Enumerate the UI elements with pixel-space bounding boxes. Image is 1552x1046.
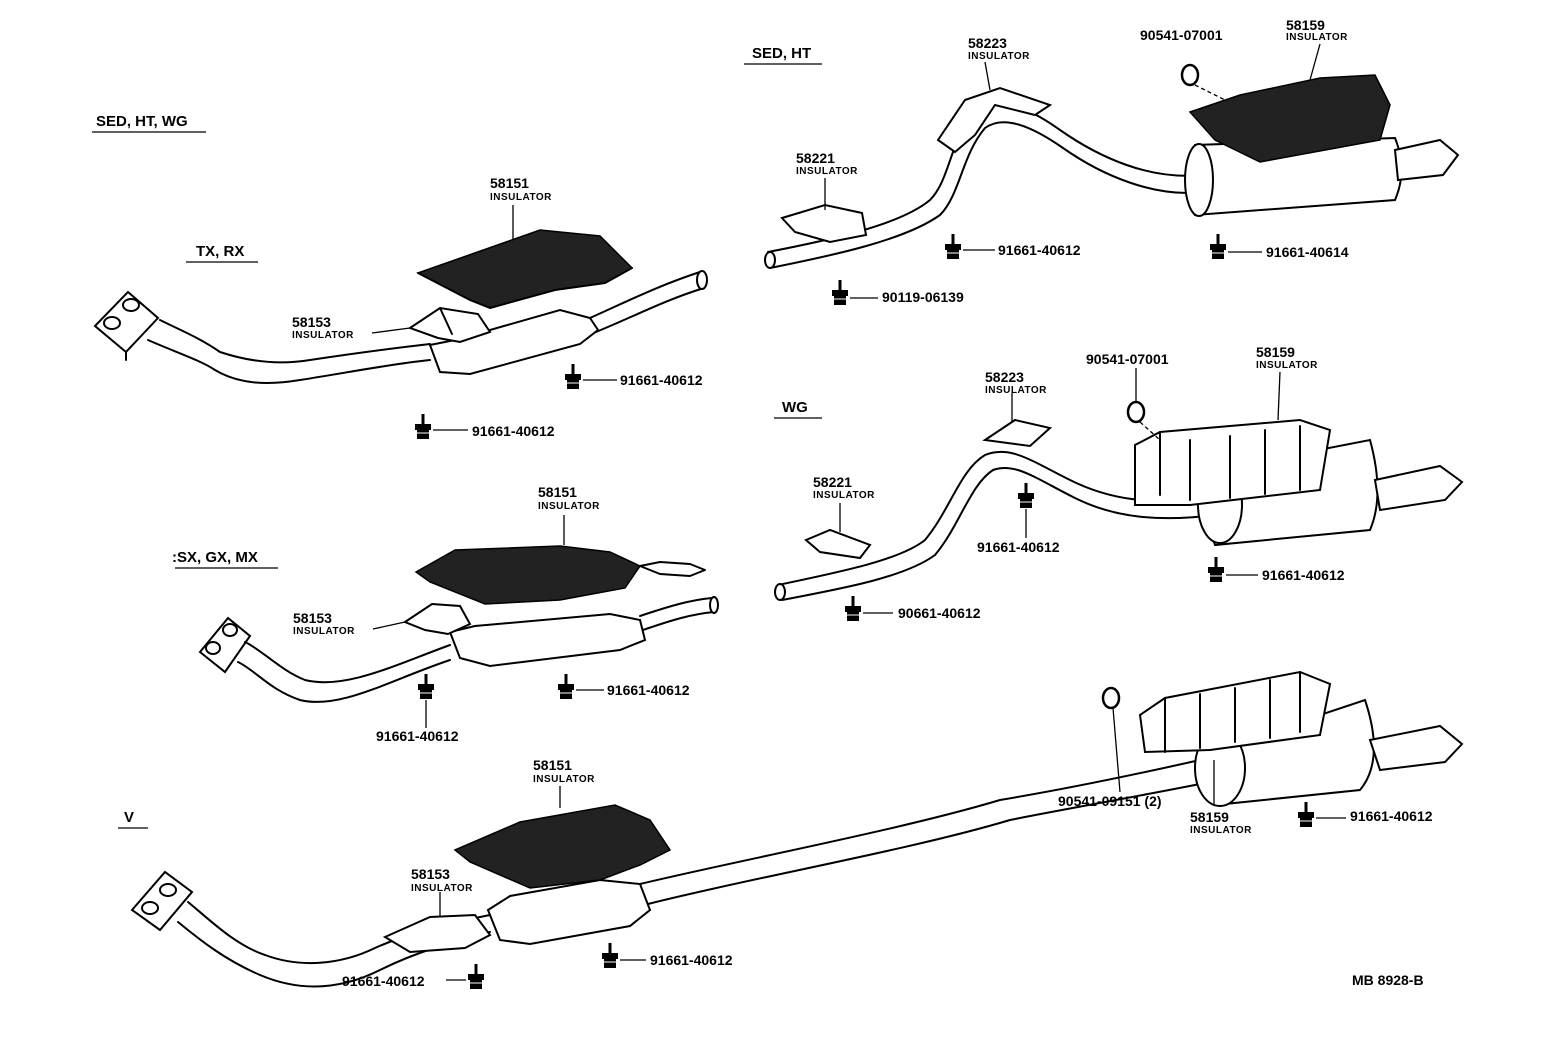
part-number: 58151 xyxy=(490,175,529,191)
bolt-icon xyxy=(413,412,433,441)
nut-icon xyxy=(1101,686,1121,710)
front-assembly-sx-gx-mx xyxy=(198,515,719,728)
heat-shield-58151 xyxy=(453,804,672,889)
part-number: 90541-09151 (2) xyxy=(1058,793,1162,809)
nut-icon xyxy=(1126,400,1146,424)
catalytic-converter xyxy=(428,308,600,376)
front-assembly-v xyxy=(130,759,1211,991)
part-number: 91661-40612 xyxy=(650,952,733,968)
part-number: 91661-40614 xyxy=(1266,244,1349,260)
part-number: 91661-40612 xyxy=(607,682,690,698)
muffler-insulator-58159 xyxy=(1134,418,1332,506)
section-label: V xyxy=(124,809,134,826)
pipe-insulator-58223 xyxy=(936,86,1053,154)
part-number: 91661-40612 xyxy=(998,242,1081,258)
pipe-insulator-58221 xyxy=(780,203,868,244)
bolt-icon xyxy=(416,672,436,701)
part-name: INSULATOR xyxy=(1190,825,1252,836)
rear-assembly-sed-ht xyxy=(764,43,1460,307)
part-number: 58223 xyxy=(985,369,1024,385)
pipe-insulator-58223 xyxy=(982,418,1053,448)
muffler-insulator-58159 xyxy=(1188,74,1391,163)
part-number: 58151 xyxy=(533,757,572,773)
insulator-58153 xyxy=(407,306,492,344)
part-number: 91661-40612 xyxy=(376,728,459,744)
rear-assembly-v xyxy=(1101,670,1464,829)
part-name: INSULATOR xyxy=(985,385,1047,396)
part-name: INSULATOR xyxy=(411,883,473,894)
insulator-58153 xyxy=(402,602,472,636)
bolt-icon xyxy=(556,672,576,701)
heat-shield-58151 xyxy=(414,545,642,605)
bolt-icon xyxy=(563,362,583,391)
part-name: INSULATOR xyxy=(1256,360,1318,371)
part-number: 90541-07001 xyxy=(1140,27,1223,43)
catalytic-converter xyxy=(486,878,652,946)
part-name: INSULATOR xyxy=(293,626,355,637)
part-number: 58223 xyxy=(968,35,1007,51)
part-name: INSULATOR xyxy=(1286,32,1348,43)
bolt-icon xyxy=(1208,232,1228,261)
part-number: 58221 xyxy=(813,474,852,490)
part-number: 90661-40612 xyxy=(898,605,981,621)
section-label: SED, HT, WG xyxy=(96,113,188,130)
bolt-icon xyxy=(600,941,620,970)
pipe-insulator-58221 xyxy=(804,528,872,560)
part-number: 58153 xyxy=(411,866,450,882)
front-assembly-tx-rx xyxy=(93,205,708,441)
bolt-icon xyxy=(466,962,486,991)
manifold-flange xyxy=(198,616,252,674)
part-name: INSULATOR xyxy=(292,330,354,341)
front-pipe xyxy=(147,339,431,384)
manifold-flange xyxy=(130,870,194,932)
part-number: 91661-40612 xyxy=(977,539,1060,555)
manifold-flange xyxy=(93,290,160,361)
part-number: 90119-06139 xyxy=(882,289,964,305)
part-number: 58159 xyxy=(1190,809,1229,825)
section-label: :SX, GX, MX xyxy=(172,549,258,566)
rear-assembly-wg xyxy=(774,368,1464,623)
heat-shield-58151 xyxy=(416,229,634,309)
part-number: 90541-07001 xyxy=(1086,351,1169,367)
labels: SED, HT, WG TX, RX :SX, GX, MX V SED, HT… xyxy=(92,17,1433,989)
part-number: 58153 xyxy=(293,610,332,626)
bolt-icon xyxy=(943,232,963,261)
part-number: 58159 xyxy=(1286,17,1325,33)
part-number: 91661-40612 xyxy=(1350,808,1433,824)
section-label: SED, HT xyxy=(752,45,811,62)
section-label: WG xyxy=(782,399,808,416)
part-number: 91661-40612 xyxy=(342,973,425,989)
bolt-icon xyxy=(1016,481,1036,510)
part-name: INSULATOR xyxy=(533,774,595,785)
nut-icon xyxy=(1180,63,1200,87)
part-name: INSULATOR xyxy=(796,166,858,177)
insulator-58153 xyxy=(382,913,492,954)
part-number: 58153 xyxy=(292,314,331,330)
part-name: INSULATOR xyxy=(490,192,552,203)
bolt-icon xyxy=(830,278,850,307)
part-name: INSULATOR xyxy=(813,490,875,501)
part-number: 58159 xyxy=(1256,344,1295,360)
bolt-icon xyxy=(843,594,863,623)
part-name: INSULATOR xyxy=(538,501,600,512)
part-number: 58221 xyxy=(796,150,835,166)
section-label: TX, RX xyxy=(196,243,244,260)
part-name: INSULATOR xyxy=(968,51,1030,62)
part-number: 91661-40612 xyxy=(620,372,703,388)
part-number: 58151 xyxy=(538,484,577,500)
part-number: 91661-40612 xyxy=(472,423,555,439)
part-number: 91661-40612 xyxy=(1262,567,1345,583)
diagram-code: MB 8928-B xyxy=(1352,972,1424,988)
bolt-icon xyxy=(1296,800,1316,829)
bolt-icon xyxy=(1206,555,1226,584)
catalytic-converter xyxy=(448,612,647,668)
